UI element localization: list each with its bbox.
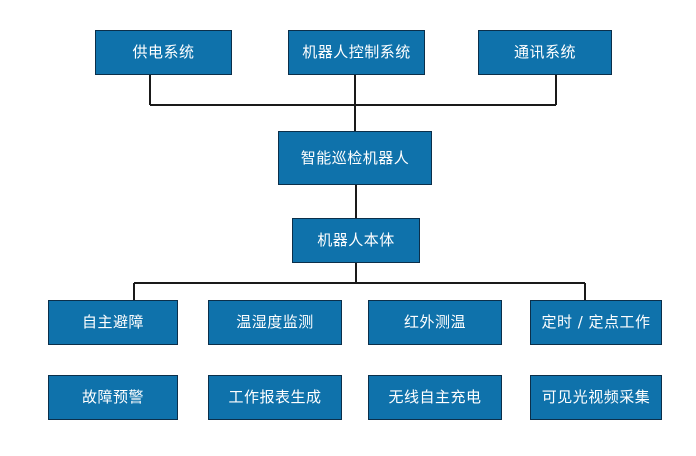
node-visible-light-video-capture[interactable]: 可见光视频采集: [530, 375, 662, 420]
node-communication-system[interactable]: 通讯系统: [478, 30, 612, 75]
node-label: 智能巡检机器人: [300, 148, 410, 167]
node-robot-body[interactable]: 机器人本体: [292, 218, 420, 263]
node-label: 工作报表生成: [228, 388, 322, 406]
node-label: 机器人本体: [317, 231, 395, 249]
node-robot-control-system[interactable]: 机器人控制系统: [288, 30, 425, 75]
node-timed-fixed-point-work[interactable]: 定时 / 定点工作: [530, 300, 662, 345]
node-temp-humidity-monitoring[interactable]: 温湿度监测: [208, 300, 342, 345]
node-work-report-generation[interactable]: 工作报表生成: [208, 375, 342, 420]
connector-group: [133, 75, 586, 300]
node-power-supply-system[interactable]: 供电系统: [95, 30, 232, 75]
node-wireless-self-charging[interactable]: 无线自主充电: [368, 375, 502, 420]
node-fault-early-warning[interactable]: 故障预警: [48, 375, 178, 420]
node-label: 故障预警: [81, 388, 144, 406]
node-label: 自主避障: [81, 313, 144, 331]
node-label: 定时 / 定点工作: [541, 313, 651, 331]
node-label: 通讯系统: [513, 43, 576, 61]
node-intelligent-inspection-robot[interactable]: 智能巡检机器人: [278, 131, 432, 185]
node-label: 机器人控制系统: [302, 43, 411, 61]
node-autonomous-obstacle-avoidance[interactable]: 自主避障: [48, 300, 178, 345]
node-label: 红外测温: [403, 313, 466, 331]
node-label: 可见光视频采集: [541, 388, 651, 406]
node-label: 无线自主充电: [388, 388, 482, 406]
node-label: 温湿度监测: [236, 313, 314, 331]
node-label: 供电系统: [132, 43, 195, 61]
node-infrared-temperature-measurement[interactable]: 红外测温: [368, 300, 502, 345]
